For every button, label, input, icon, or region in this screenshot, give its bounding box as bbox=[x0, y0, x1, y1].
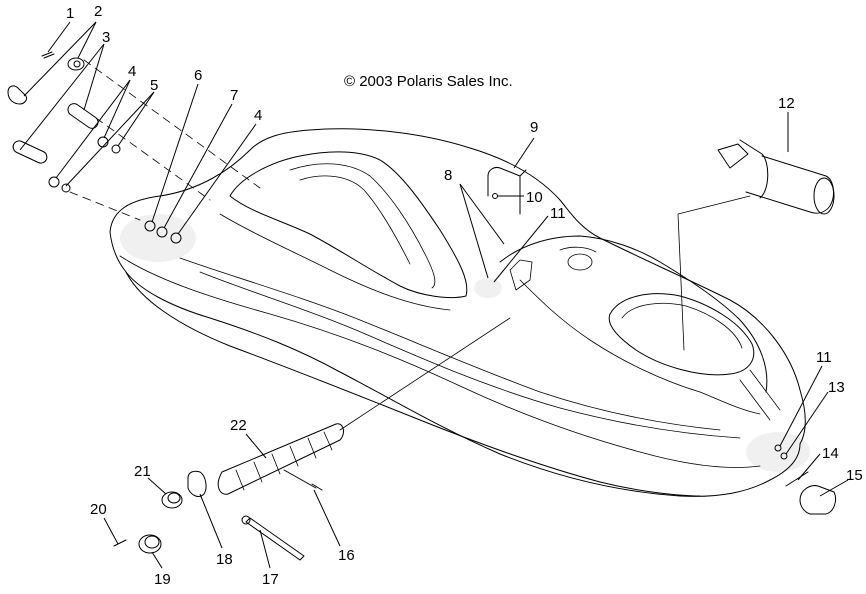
callout-19: 19 bbox=[154, 571, 171, 588]
console-detail bbox=[559, 246, 597, 253]
callout-3: 3 bbox=[102, 29, 110, 46]
callout-4: 4 bbox=[128, 63, 136, 80]
seat-side-line bbox=[219, 213, 451, 311]
callout-numbers: 1 2 3 4 5 6 7 4 8 9 10 11 12 11 13 14 15… bbox=[66, 3, 863, 588]
part-18-clip bbox=[187, 470, 207, 497]
callout-4b: 4 bbox=[254, 107, 262, 124]
part-22-hose-ribs bbox=[235, 431, 333, 491]
assembly-guide-lines bbox=[69, 59, 751, 431]
storage-opening-inner bbox=[621, 302, 743, 349]
callout-8: 8 bbox=[444, 167, 452, 184]
part-17-bolt bbox=[245, 517, 305, 561]
hull-bottom-outline bbox=[109, 231, 801, 497]
callout-11b: 11 bbox=[816, 349, 832, 366]
part-14-pin bbox=[785, 471, 809, 487]
part-21-ring bbox=[161, 491, 183, 509]
part-13-fastener bbox=[780, 452, 788, 460]
part-12-tube-end bbox=[813, 177, 835, 215]
hull-chine-line bbox=[119, 255, 761, 468]
callout-6: 6 bbox=[194, 67, 202, 84]
callout-20: 20 bbox=[90, 501, 107, 518]
hull-body bbox=[109, 128, 810, 497]
callout-leaders bbox=[19, 21, 849, 569]
callout-10: 10 bbox=[526, 189, 543, 206]
storage-opening bbox=[608, 293, 755, 376]
part-3-sleeve-b bbox=[12, 140, 48, 164]
callout-21: 21 bbox=[134, 463, 151, 480]
part-17-bolt-head bbox=[241, 515, 251, 525]
hull-keel-line bbox=[125, 271, 701, 497]
part-4-fastener bbox=[170, 232, 182, 244]
callout-2: 2 bbox=[94, 3, 102, 20]
part-4-nut-b bbox=[48, 176, 60, 188]
part-3-sleeve-a bbox=[67, 103, 99, 129]
console-body-line bbox=[519, 279, 701, 393]
part-16-rod bbox=[283, 469, 323, 491]
seat-outline bbox=[229, 151, 468, 299]
seat-inner-line bbox=[289, 163, 436, 289]
front-console bbox=[499, 235, 768, 393]
center-pad bbox=[474, 278, 502, 298]
part-6-fastener bbox=[144, 220, 156, 232]
part-1-pin bbox=[41, 51, 55, 59]
guide-line-rear-low bbox=[69, 191, 141, 221]
part-15-plug bbox=[799, 485, 837, 515]
hull-side-stripe bbox=[179, 257, 721, 431]
part-10-screw bbox=[492, 193, 498, 199]
right-pad bbox=[746, 432, 810, 472]
callout-1: 1 bbox=[66, 5, 74, 22]
part-21-ring-inner bbox=[167, 492, 181, 504]
console-gauge bbox=[567, 253, 593, 271]
hull-side-stripe-2 bbox=[199, 271, 741, 439]
part-22-hose bbox=[217, 423, 344, 495]
part-5-washer-b bbox=[61, 183, 71, 193]
part-4-nut-a bbox=[97, 136, 109, 148]
part-2-plug bbox=[7, 85, 27, 105]
left-pad bbox=[120, 214, 196, 262]
part-7-fastener bbox=[156, 226, 168, 238]
hull-top-outline bbox=[109, 128, 806, 445]
part-19-ring bbox=[138, 534, 162, 554]
callout-9: 9 bbox=[530, 119, 538, 136]
callout-12: 12 bbox=[778, 95, 795, 112]
guide-line-rear-top bbox=[83, 59, 261, 189]
loose-parts bbox=[7, 51, 837, 561]
seat-inner-line-2 bbox=[299, 175, 411, 265]
part-2-cap-top-hole bbox=[73, 60, 81, 68]
callout-18: 18 bbox=[216, 551, 233, 568]
guide-line-rear-mid bbox=[95, 117, 211, 201]
callout-15: 15 bbox=[846, 467, 863, 484]
console-front-lines bbox=[699, 369, 781, 421]
guide-line-hose bbox=[339, 317, 511, 431]
part-2-cap-top bbox=[67, 57, 85, 71]
callout-14: 14 bbox=[822, 445, 839, 462]
part-9-bracket bbox=[487, 167, 527, 215]
callout-7: 7 bbox=[230, 87, 238, 104]
part-12-clamp bbox=[717, 139, 769, 199]
callout-16: 16 bbox=[338, 547, 355, 564]
part-12-tube bbox=[745, 155, 834, 214]
callout-5: 5 bbox=[150, 77, 158, 94]
part-11-fastener-front bbox=[774, 444, 782, 452]
guide-line-tube bbox=[677, 195, 751, 351]
callout-22: 22 bbox=[230, 417, 247, 434]
part-5-washer-a bbox=[111, 144, 121, 154]
callout-17: 17 bbox=[262, 571, 279, 588]
part-19-ring-inner bbox=[144, 535, 160, 549]
copyright-text: © 2003 Polaris Sales Inc. bbox=[344, 73, 513, 90]
callout-13: 13 bbox=[828, 379, 845, 396]
handle-mount bbox=[509, 259, 533, 291]
part-20-pin bbox=[113, 539, 127, 547]
callout-11: 11 bbox=[550, 205, 566, 222]
